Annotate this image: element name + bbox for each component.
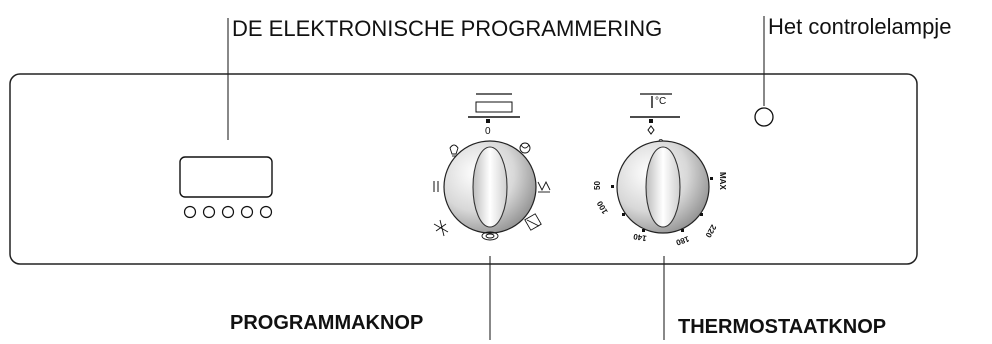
thermostat-zero-symbol (630, 93, 680, 135)
program-zero-label: 0 (485, 126, 491, 137)
program-knob[interactable] (443, 140, 537, 234)
fan-icon (481, 231, 499, 241)
program-knob-label: PROGRAMMAKNOP (230, 312, 424, 334)
fan-grill-icon (519, 142, 531, 154)
defrost-icon (433, 181, 439, 192)
indicator-lamp (754, 107, 774, 127)
rotisserie-icon (433, 219, 449, 237)
control-panel (9, 73, 918, 265)
lamp-icon (449, 144, 459, 157)
programmer-display (179, 156, 273, 198)
thermostat-scale-50: 50 (593, 181, 602, 190)
thermostat-tick-180 (681, 229, 684, 232)
program-zero-symbol (468, 93, 520, 123)
programmer-button-4[interactable] (240, 205, 254, 219)
grill-icon (537, 180, 551, 193)
programmer-button-1[interactable] (183, 205, 197, 219)
thermostat-tick-140 (642, 229, 645, 232)
thermostat-scale-max: MAX (718, 172, 727, 190)
indicator-lamp-label: Het controlelampje (768, 14, 952, 39)
programmer-button-5[interactable] (259, 205, 273, 219)
thermostat-tick-50 (611, 185, 614, 188)
thermostat-knob-label: THERMOSTAATKNOP (678, 316, 887, 338)
thermostat-scale-180: 180 (674, 234, 690, 247)
programmer-button-2[interactable] (202, 205, 216, 219)
thermostat-scale-220: 220 (703, 223, 718, 240)
thermostat-unit-label: °C (655, 96, 666, 107)
thermostat-scale-140: 140 (632, 232, 647, 243)
electronic-programming-label: DE ELEKTRONISCHE PROGRAMMERING (232, 16, 663, 41)
thermostat-tick-max (710, 177, 713, 180)
thermostat-scale-100: 100 (595, 199, 610, 216)
programmer-button-3[interactable] (221, 205, 235, 219)
thermostat-tick-220 (700, 213, 703, 216)
thermostat-tick-100 (622, 213, 625, 216)
thermostat-knob[interactable] (616, 140, 710, 234)
top-bottom-heat-icon (524, 213, 542, 231)
